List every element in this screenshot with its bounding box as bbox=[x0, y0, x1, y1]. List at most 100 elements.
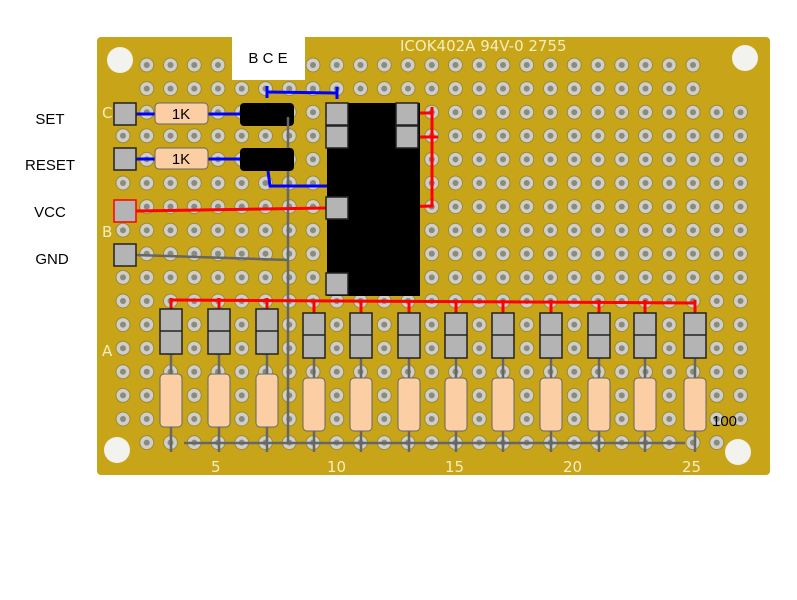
hole-center bbox=[737, 203, 744, 210]
hole-center bbox=[238, 180, 245, 186]
hole-center bbox=[618, 109, 625, 116]
hole-center bbox=[143, 85, 150, 92]
hole-center bbox=[381, 321, 388, 328]
hole-center bbox=[571, 132, 578, 139]
hole-center bbox=[238, 368, 245, 375]
hole-center bbox=[262, 227, 269, 234]
hole-center bbox=[333, 345, 340, 352]
hole-center bbox=[500, 62, 506, 68]
hole-center bbox=[357, 85, 364, 92]
hole-center bbox=[737, 345, 744, 352]
column-number: 5 bbox=[211, 458, 221, 476]
hole-center bbox=[713, 298, 720, 304]
led-channel bbox=[683, 300, 707, 452]
hole-center bbox=[713, 368, 720, 375]
hole-center bbox=[666, 392, 673, 399]
hole-center bbox=[595, 250, 601, 257]
hole-center bbox=[618, 368, 625, 375]
hole-center bbox=[571, 368, 578, 375]
pin-label-gnd: GND bbox=[35, 251, 69, 268]
hole-center bbox=[238, 416, 245, 422]
hole-center bbox=[215, 62, 221, 68]
hole-center bbox=[310, 274, 316, 281]
hole-center bbox=[500, 274, 506, 281]
hole-center bbox=[618, 180, 625, 186]
hole-center bbox=[143, 227, 150, 234]
hole-center bbox=[713, 321, 720, 328]
hole-center bbox=[618, 227, 625, 234]
hole-center bbox=[666, 416, 673, 422]
hole-center bbox=[571, 109, 578, 116]
column-number: 25 bbox=[682, 458, 701, 476]
hole-center bbox=[381, 345, 388, 352]
hole-center bbox=[500, 227, 506, 234]
hole-center bbox=[476, 416, 483, 422]
hole-center bbox=[476, 321, 483, 328]
hole-center bbox=[571, 274, 578, 281]
hole-center bbox=[571, 203, 578, 210]
hole-center bbox=[238, 321, 245, 328]
hole-center bbox=[452, 156, 459, 163]
hole-center bbox=[618, 345, 625, 352]
hole-center bbox=[523, 392, 530, 399]
hole-center bbox=[618, 274, 625, 281]
hole-center bbox=[523, 156, 530, 163]
hole-center bbox=[452, 85, 459, 92]
hole-center bbox=[642, 62, 649, 68]
hole-center bbox=[713, 345, 720, 352]
set-pad bbox=[113, 102, 137, 126]
hole-center bbox=[547, 227, 554, 234]
hole-center bbox=[476, 156, 483, 163]
hole-center bbox=[595, 274, 601, 281]
hole-center bbox=[547, 109, 554, 116]
hole-center bbox=[191, 274, 198, 281]
led-resistor bbox=[255, 373, 279, 428]
led-resistor bbox=[159, 373, 183, 428]
hole-center bbox=[405, 62, 411, 68]
hole-center bbox=[428, 274, 435, 281]
hole-center bbox=[737, 132, 744, 139]
hole-center bbox=[642, 203, 649, 210]
hole-center bbox=[618, 85, 625, 92]
hole-center bbox=[713, 227, 720, 234]
hole-center bbox=[547, 180, 554, 186]
hole-center bbox=[405, 85, 411, 92]
hole-center bbox=[333, 368, 340, 375]
hole-center bbox=[191, 180, 198, 186]
hole-center bbox=[428, 345, 435, 352]
row-label-b: B bbox=[102, 223, 112, 241]
hole-center bbox=[167, 180, 174, 186]
hole-center bbox=[595, 203, 601, 210]
hole-center bbox=[642, 180, 649, 186]
hole-center bbox=[191, 416, 198, 422]
hole-center bbox=[737, 180, 744, 186]
hole-center bbox=[618, 203, 625, 210]
hole-center bbox=[523, 345, 530, 352]
hole-center bbox=[547, 62, 554, 68]
resistor-value: 1K bbox=[172, 151, 190, 168]
hole-center bbox=[238, 392, 245, 399]
hole-center bbox=[666, 368, 673, 375]
pin-label-reset: RESET bbox=[25, 157, 75, 174]
hole-center bbox=[476, 250, 483, 257]
hole-center bbox=[571, 321, 578, 328]
led-channel bbox=[587, 300, 611, 452]
led-channel bbox=[444, 300, 468, 452]
hole-center bbox=[571, 392, 578, 399]
hole-center bbox=[476, 392, 483, 399]
hole-center bbox=[143, 345, 150, 352]
hole-center bbox=[690, 85, 696, 92]
hole-center bbox=[666, 203, 673, 210]
column-number: 15 bbox=[445, 458, 464, 476]
hole-center bbox=[381, 416, 388, 422]
hole-center bbox=[310, 156, 316, 163]
hole-center bbox=[642, 85, 649, 92]
hole-center bbox=[238, 227, 245, 234]
hole-center bbox=[618, 62, 625, 68]
hole-center bbox=[690, 62, 696, 68]
ic-pads bbox=[325, 102, 419, 296]
transistor-pinout: B C E bbox=[248, 50, 287, 67]
led-resistor bbox=[683, 377, 707, 432]
hole-center bbox=[428, 368, 435, 375]
hole-center bbox=[737, 274, 744, 281]
